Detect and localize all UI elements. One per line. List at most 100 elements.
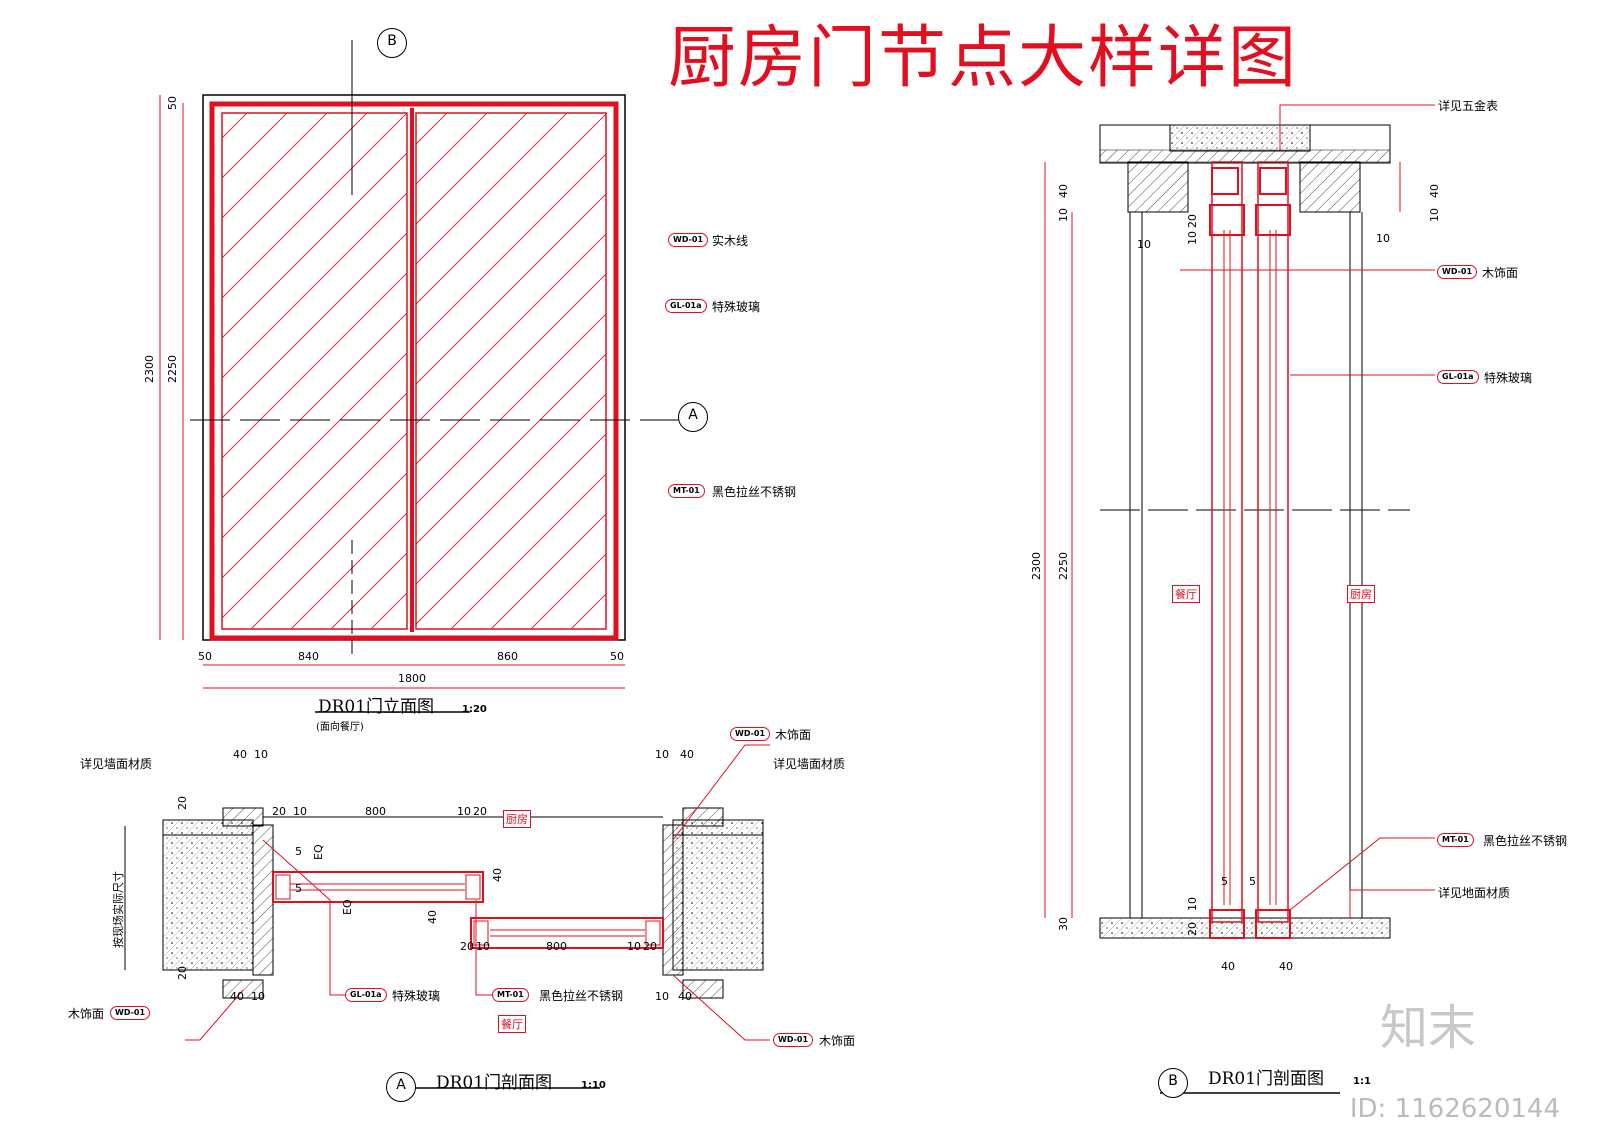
section-b-dim: 40 — [1279, 960, 1293, 973]
room-label-dining: 餐厅 — [1172, 585, 1200, 603]
section-b-dim: 20 — [1186, 214, 1199, 228]
section-a-dim: 10 — [655, 748, 669, 761]
callout-text: 特殊玻璃 — [1484, 371, 1533, 385]
section-b-dim: 10 — [1057, 208, 1070, 222]
callout-text: 木饰面 — [775, 728, 812, 742]
callout-tag: MT-01 — [668, 484, 705, 498]
section-a-dim: 800 — [546, 940, 567, 953]
section-mark-a: A — [678, 402, 708, 432]
watermark-brand: 知末 — [1380, 1000, 1477, 1056]
callout-tag: WD-01 — [730, 727, 771, 741]
section-b-dim-total: 2300 — [1030, 552, 1043, 580]
callout-text: 详见墙面材质 — [80, 757, 153, 771]
section-a-dim: 10 — [655, 990, 669, 1003]
section-b-dim: 30 — [1057, 917, 1070, 931]
section-a-dim: 10 — [476, 940, 490, 953]
section-b-dim: 5 — [1221, 875, 1228, 888]
section-a-dim: 10 — [627, 940, 641, 953]
callout-text: 黑色拉丝不锈钢 — [1483, 834, 1568, 848]
callout-tag: GL-01a — [345, 988, 387, 1002]
watermark-id: ID: 1162620144 — [1349, 1094, 1560, 1124]
callout-text: 特殊玻璃 — [712, 300, 761, 314]
callout-text: 实木线 — [712, 234, 749, 248]
section-b-bubble: B — [1158, 1068, 1188, 1098]
section-a-dim: 40 — [680, 748, 694, 761]
section-b-dim: 10 — [1376, 232, 1390, 245]
callout-text: 木饰面 — [819, 1034, 856, 1048]
callout-text: 木饰面 — [1482, 266, 1519, 280]
section-a-dim: 40 — [678, 990, 692, 1003]
section-b-dim-inner: 2250 — [1057, 552, 1070, 580]
callout-text: 黑色拉丝不锈钢 — [539, 989, 624, 1003]
section-a-dim: 5 — [295, 882, 302, 895]
callout-text: 黑色拉丝不锈钢 — [712, 485, 797, 499]
section-a-dim: 20 — [176, 966, 189, 980]
section-mark-b: B — [377, 28, 407, 58]
section-b-dim: 10 — [1428, 208, 1441, 222]
callout-tag: GL-01a — [1437, 370, 1479, 384]
section-b-scale: 1:1 — [1353, 1076, 1371, 1087]
section-b-dim: 10 — [1186, 231, 1199, 245]
section-b-caption: DR01门剖面图 — [1208, 1069, 1325, 1089]
section-a-side-note: 按现场实际尺寸 — [112, 871, 125, 948]
dim-width-total: 1800 — [398, 672, 426, 685]
elevation-scale: 1:20 — [462, 704, 487, 715]
section-a-plan — [124, 744, 770, 1089]
callout-text: 木饰面 — [68, 1007, 105, 1021]
section-a-dim: 20 — [473, 805, 487, 818]
callout-tag: WD-01 — [1437, 265, 1478, 279]
elevation-caption: DR01门立面图 — [318, 697, 435, 717]
room-label-dining: 餐厅 — [498, 1015, 526, 1033]
dim-height-total: 2300 — [143, 355, 156, 383]
dim-width-left: 840 — [298, 650, 319, 663]
section-a-dim: 10 — [254, 748, 268, 761]
room-label-kitchen: 厨房 — [1347, 585, 1375, 603]
callout-tag: WD-01 — [668, 233, 709, 247]
drawing-title: 厨房门节点大样详图 — [668, 19, 1299, 98]
section-a-dim: 40 — [233, 748, 247, 761]
section-b-dim: 5 — [1249, 875, 1256, 888]
section-a-bubble: A — [386, 1072, 416, 1102]
callout-text: 详见墙面材质 — [773, 757, 846, 771]
callout-tag: MT-01 — [1437, 833, 1474, 847]
section-a-dim: EQ — [341, 899, 354, 915]
section-b-dim: 40 — [1057, 184, 1070, 198]
section-a-dim: 10 — [293, 805, 307, 818]
dim-width-right-edge: 50 — [610, 650, 624, 663]
section-b-vertical — [1044, 104, 1435, 1094]
section-a-dim: 40 — [426, 910, 439, 924]
section-b-dim: 20 — [1186, 922, 1199, 936]
callout-tag: MT-01 — [492, 988, 529, 1002]
elevation-subcaption: (面向餐厅) — [316, 722, 364, 733]
section-a-dim: 10 — [251, 990, 265, 1003]
section-a-dim: 5 — [295, 845, 302, 858]
room-label-kitchen: 厨房 — [503, 810, 531, 828]
section-a-dim: 20 — [176, 796, 189, 810]
dim-width-left-edge: 50 — [198, 650, 212, 663]
callout-text: 详见地面材质 — [1438, 886, 1511, 900]
section-a-dim: 20 — [643, 940, 657, 953]
callout-text: 特殊玻璃 — [392, 989, 441, 1003]
section-a-scale: 1:10 — [581, 1080, 606, 1091]
section-b-dim: 10 — [1186, 897, 1199, 911]
section-a-dim: 40 — [230, 990, 244, 1003]
section-a-dim: 20 — [272, 805, 286, 818]
section-a-dim: 10 — [457, 805, 471, 818]
section-a-caption: DR01门剖面图 — [436, 1073, 553, 1093]
section-a-dim: 40 — [491, 868, 504, 882]
door-elevation — [159, 40, 690, 713]
dim-width-right: 860 — [497, 650, 518, 663]
dim-height-top: 50 — [166, 96, 179, 110]
section-b-dim: 40 — [1221, 960, 1235, 973]
callout-text: 详见五金表 — [1438, 99, 1499, 113]
section-a-dim: 20 — [460, 940, 474, 953]
callout-tag: GL-01a — [665, 299, 707, 313]
callout-tag: WD-01 — [773, 1033, 814, 1047]
section-b-dim: 40 — [1428, 184, 1441, 198]
dim-height-inner: 2250 — [166, 355, 179, 383]
callout-tag: WD-01 — [110, 1006, 151, 1020]
section-a-dim: EQ — [312, 844, 325, 860]
section-a-dim: 800 — [365, 805, 386, 818]
